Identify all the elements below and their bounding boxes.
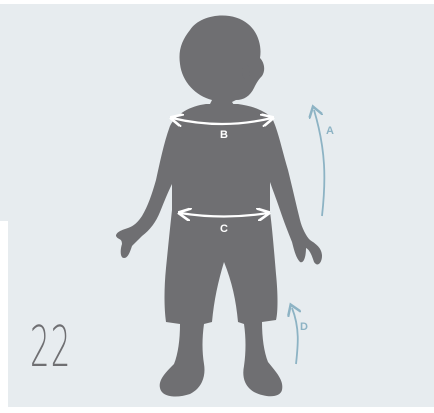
inseam-measurement: D — [292, 308, 308, 364]
page-number: 22 — [30, 320, 71, 376]
height-label: A — [326, 125, 334, 137]
inseam-label: D — [300, 321, 308, 333]
height-measurement: A — [314, 110, 334, 216]
waist-label: C — [220, 223, 228, 235]
chest-label: B — [220, 129, 228, 141]
body-silhouette — [116, 15, 322, 396]
